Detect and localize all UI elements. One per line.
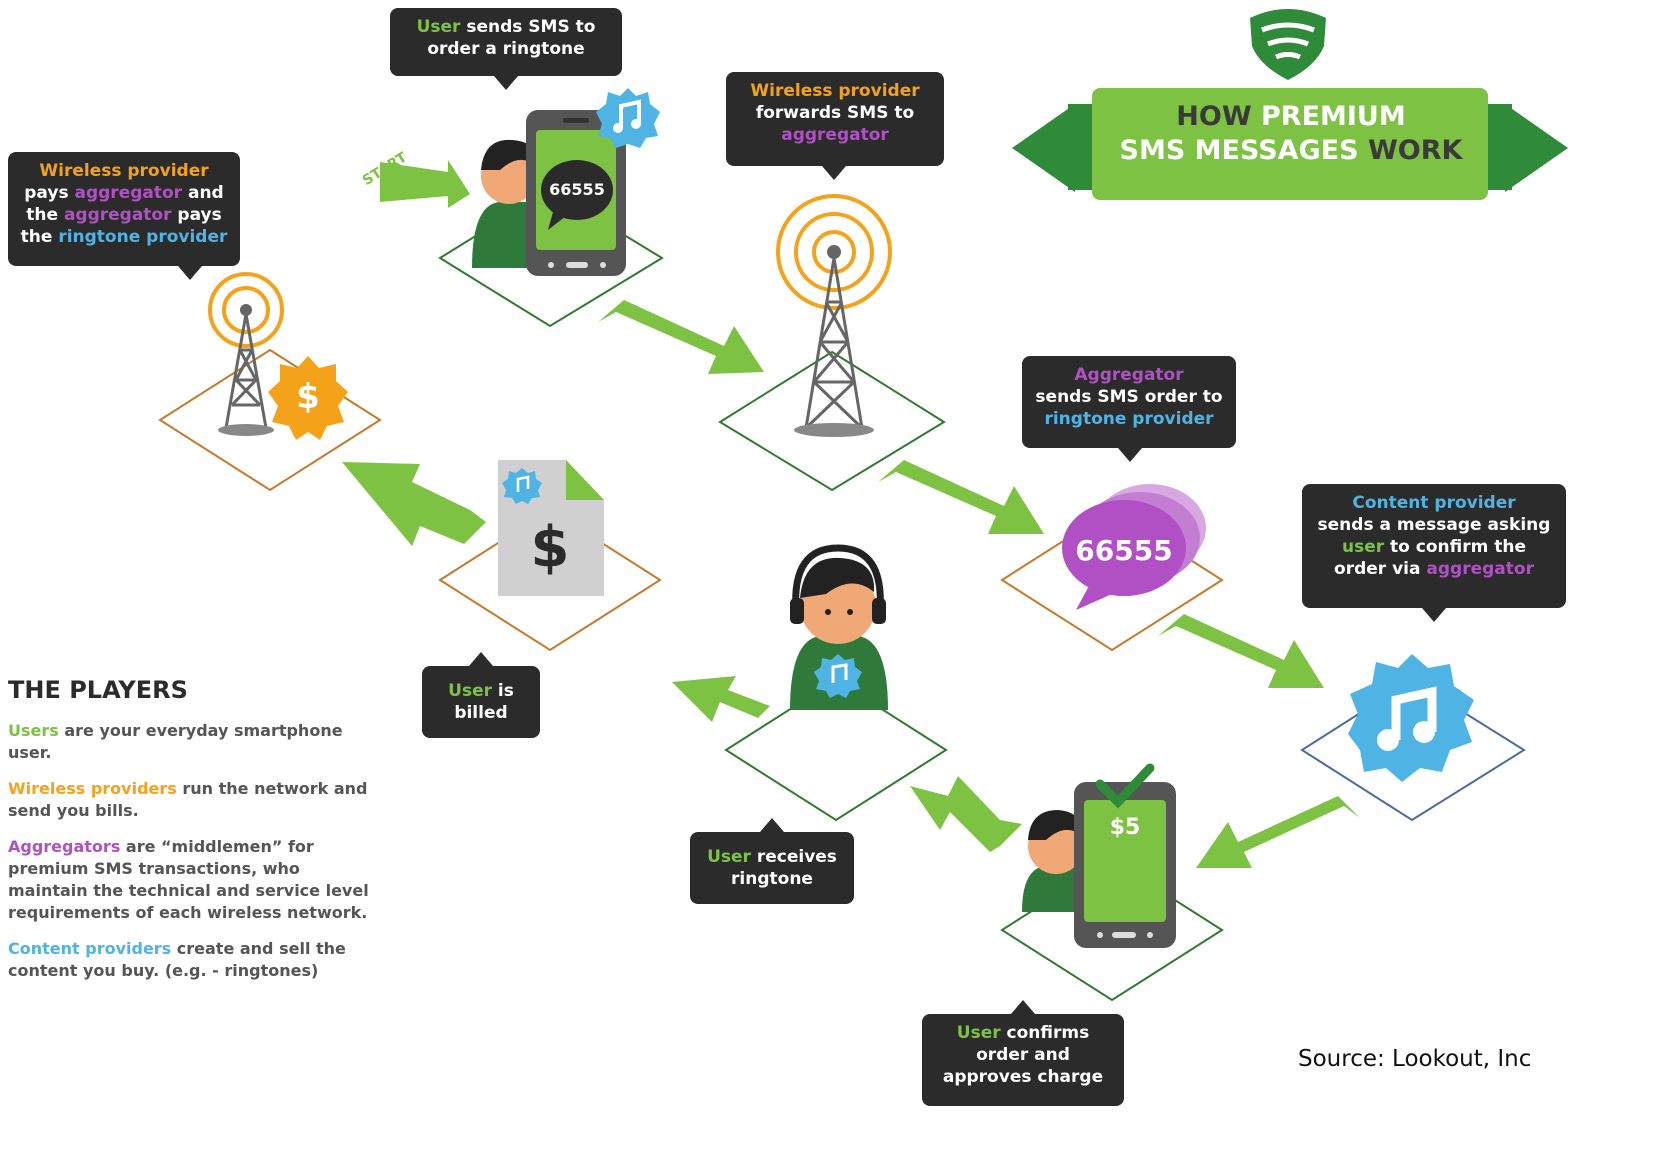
bubble-user-sends-text1: sends SMS to (460, 17, 596, 37)
bubble-wp-pays-l3b: aggregator (63, 205, 172, 225)
bubble-user-sends: User sends SMS to order a ringtone (390, 8, 622, 90)
bubble-agg-sends-actor: Aggregator (1074, 365, 1184, 385)
bubble-user-billed: User is billed (422, 652, 540, 738)
players-users: Users are your everyday smartphone user. (8, 720, 378, 764)
players-content-term: Content providers (8, 939, 172, 958)
phone-icon (1074, 782, 1176, 948)
platform-bill (438, 508, 662, 652)
arrow-start (380, 160, 470, 208)
arrow-2 (878, 460, 1044, 534)
players-agg-desc: are “middlemen” for premium SMS transact… (8, 837, 369, 922)
bubble-agg-sends-target: ringtone provider (1044, 409, 1214, 429)
user-confirm-icon (1022, 810, 1084, 912)
platform-wireless-pay (158, 348, 382, 492)
bubble-wp-forwards-target: aggregator (781, 125, 889, 145)
page-title: HOW PREMIUM SMS MESSAGES WORK (1095, 100, 1487, 168)
bubble-user-receives-actor: User (707, 847, 751, 867)
title-line2-b: WORK (1368, 135, 1463, 166)
music-note-icon (1348, 654, 1474, 782)
players-wireless-term: Wireless providers (8, 779, 177, 798)
bubble-wp-pays-l2b: aggregator (74, 183, 183, 203)
bubble-user-confirms: User confirms order and approves charge (922, 1000, 1124, 1106)
players-users-term: Users (8, 721, 59, 740)
bubble-wp-pays-l4b: ringtone provider (58, 227, 228, 247)
bubble-wp-pays-l2a: pays (24, 183, 75, 203)
bubble-user-confirms-text2: order and (976, 1045, 1070, 1065)
title-line1-b: PREMIUM (1261, 101, 1406, 132)
bubble-user-confirms-text3: approves charge (942, 1067, 1104, 1087)
players-agg-term: Aggregators (8, 837, 121, 856)
title-line1-a: HOW (1176, 101, 1261, 132)
platform-tower-forward (718, 350, 946, 492)
cell-tower-icon (776, 194, 892, 437)
cell-tower-icon (208, 272, 284, 436)
players-users-desc: are your everyday smartphone user. (8, 721, 343, 762)
arrow-7 (342, 462, 486, 546)
source-caption: Source: Lookout, Inc (1298, 1046, 1532, 1072)
bubble-user-confirms-actor: User (956, 1023, 1001, 1043)
bubble-agg-sends: Aggregator sends SMS order to ringtone p… (1022, 356, 1236, 462)
bubble-user-receives-text1: receives (750, 847, 837, 867)
lookout-shield-icon (1250, 9, 1326, 80)
arrow-5 (910, 776, 1022, 852)
music-note-icon (596, 88, 660, 148)
bubble-wp-pays: Wireless provider pays aggregator and th… (8, 152, 240, 280)
players-aggregators: Aggregators are “middlemen” for premium … (8, 836, 378, 924)
sms-bubble-icon (1062, 484, 1206, 610)
bubble-wp-forwards-actor: Wireless provider (750, 81, 920, 101)
players-wireless: Wireless providers run the network and s… (8, 778, 378, 822)
bubble-user-confirms-text1: confirms (1000, 1023, 1090, 1043)
title-line2-a: SMS MESSAGES (1119, 135, 1369, 166)
dollar-badge-symbol: $ (296, 377, 320, 417)
bubble-user-billed-text2: billed (454, 703, 508, 723)
arrow-3 (1158, 614, 1324, 688)
bubble-wp-pays-l4a: the (20, 227, 59, 247)
arrow-1 (598, 300, 764, 374)
arrow-4 (1196, 796, 1360, 868)
bubble-user-sends-text2: order a ringtone (427, 39, 585, 59)
platform-content (1300, 678, 1526, 822)
bubble-cp-sends-l4a: order via (1334, 559, 1427, 579)
bubble-cp-sends-actor: Content provider (1352, 493, 1516, 513)
bubble-wp-pays-l2c: and (182, 183, 224, 203)
players-heading: THE PLAYERS (8, 676, 188, 704)
user-start-icon (472, 139, 537, 268)
bubble-user-sends-actor: User (416, 17, 461, 37)
dollar-badge-icon (268, 356, 348, 440)
bill-dollar-symbol: $ (531, 515, 570, 580)
bubble-cp-sends-l2: sends a message asking (1317, 515, 1551, 535)
music-note-icon (814, 654, 862, 698)
players-content-desc: create and sell the content you buy. (e.… (8, 939, 346, 980)
phone-icon (526, 110, 626, 276)
bubble-cp-sends-l3a: user (1341, 537, 1385, 557)
bubble-agg-sends-text: sends SMS order to (1035, 387, 1223, 407)
bubble-wp-forwards: Wireless provider forwards SMS to aggreg… (726, 72, 944, 180)
music-note-icon (502, 468, 542, 504)
price-label: $5 (1110, 815, 1141, 840)
bubble-wp-pays-l3a: the (26, 205, 64, 225)
arrow-6 (672, 676, 780, 722)
bubble-wp-pays-actor: Wireless provider (39, 161, 209, 181)
players-content: Content providers create and sell the co… (8, 938, 378, 982)
bubble-wp-forwards-text: forwards SMS to (755, 103, 915, 123)
bubble-cp-sends: Content provider sends a message asking … (1302, 484, 1566, 622)
bubble-user-billed-actor: User (448, 681, 492, 701)
title-banner (1012, 88, 1568, 200)
checkmark-icon (1095, 763, 1155, 809)
bubble-user-receives: User receives ringtone (690, 818, 854, 904)
players-legend: THE PLAYERS Users are your everyday smar… (8, 676, 378, 996)
bubble-user-billed-text1: is (491, 681, 514, 701)
bubble-cp-sends-l4b: aggregator (1426, 559, 1534, 579)
players-wireless-desc: run the network and send you bills. (8, 779, 368, 820)
bubble-user-receives-text2: ringtone (731, 869, 813, 889)
phone-number-label: 66555 (549, 180, 605, 199)
bubble-wp-pays-l3c: pays (171, 205, 222, 225)
bubble-cp-sends-l3b: to confirm the (1384, 537, 1527, 557)
sms-bubble-number: 66555 (1075, 534, 1172, 567)
platform-receive (724, 678, 948, 822)
